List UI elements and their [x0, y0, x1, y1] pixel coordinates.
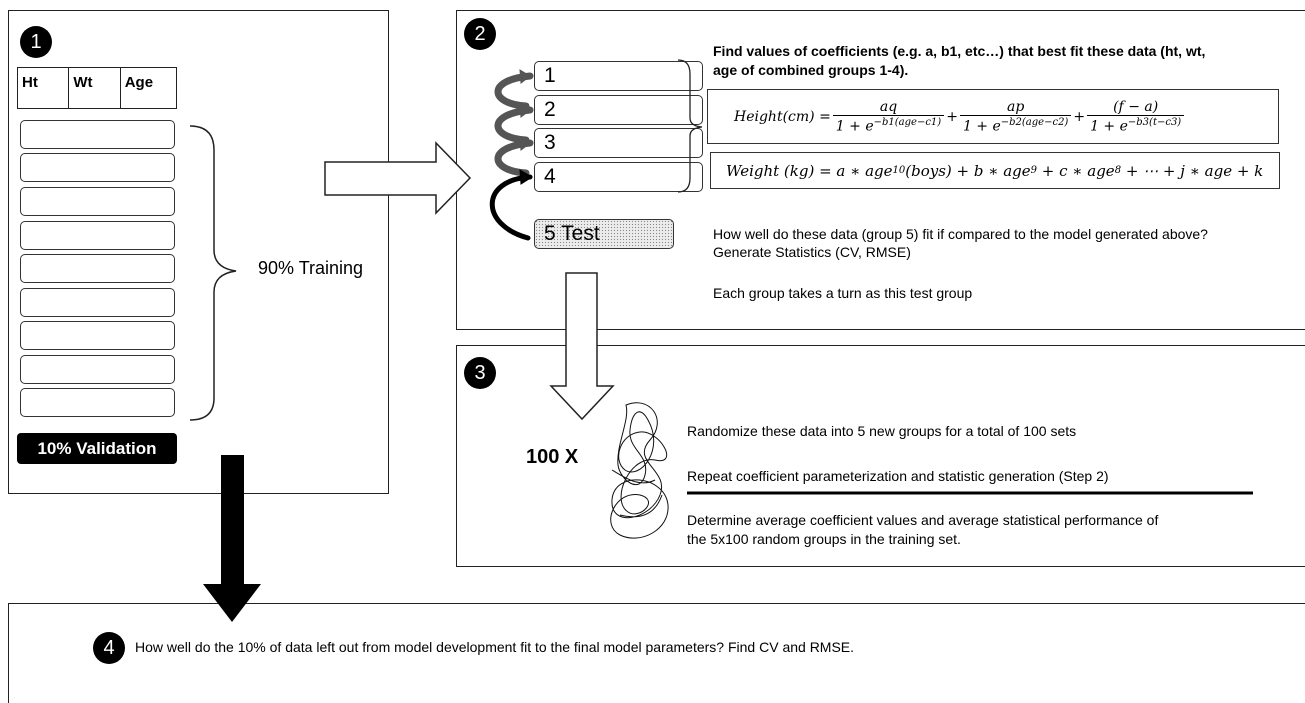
- step-repeat: Repeat coefficient parameterization and …: [687, 468, 1109, 484]
- cycle-arrows: [489, 69, 534, 241]
- step-average: Determine average coefficient values and…: [687, 511, 1158, 549]
- connector-layer: [189, 59, 1253, 622]
- arrow-to-step-3: [549, 272, 615, 421]
- groups-brace: [677, 59, 703, 193]
- data-group-row: [20, 187, 175, 216]
- header-age: Age: [124, 74, 154, 91]
- coefficient-instruction-line1: Find values of coefficients (e.g. a, b1,…: [713, 43, 1206, 59]
- plus-sign: +: [1073, 108, 1086, 125]
- group-box-2: 2: [534, 95, 703, 125]
- data-group-row: [20, 288, 175, 317]
- data-group-row: [20, 388, 175, 417]
- final-validation-question: How well do the 10% of data left out fro…: [135, 639, 855, 655]
- training-label: 90% Training: [258, 258, 364, 278]
- data-group-row: [20, 153, 175, 182]
- data-header: Ht Wt Age: [17, 67, 177, 109]
- data-group-row: [20, 355, 175, 384]
- step-average-line2: the 5x100 random groups in the training …: [687, 531, 961, 547]
- step-randomize: Randomize these data into 5 new groups f…: [687, 423, 1077, 439]
- training-brace: [189, 125, 237, 421]
- data-group-row: [20, 321, 175, 350]
- group-box-1: 1: [534, 61, 703, 91]
- coefficient-instruction-line2: age of combined groups 1-4).: [713, 62, 909, 78]
- randomize-scribble: [610, 402, 669, 539]
- step-2-badge: 2: [464, 18, 496, 50]
- step-3-badge: 3: [464, 357, 496, 389]
- header-ht: Ht: [18, 68, 70, 108]
- group-box-4: 4: [534, 162, 703, 192]
- repeat-count-label: 100 X: [526, 446, 579, 468]
- height-formula: Height(cm) = aq 1 + e−b1(age−c1) + ap 1 …: [707, 89, 1279, 144]
- data-group-row: [20, 221, 175, 250]
- data-group-row: [20, 120, 175, 149]
- height-term-2: ap 1 + e−b2(age−c2): [959, 99, 1072, 134]
- group5-question-line1: How well do these data (group 5) fit if …: [713, 226, 1208, 242]
- step-4-badge: 4: [93, 632, 125, 664]
- validation-label: 10% Validation: [17, 433, 177, 464]
- height-formula-lhs: Height(cm) =: [734, 108, 831, 125]
- arrow-to-step-4: [203, 455, 261, 622]
- height-term-3: (f − a) 1 + e−b3(t−c3): [1087, 99, 1185, 134]
- step-average-line1: Determine average coefficient values and…: [687, 512, 1159, 528]
- test-group-box: 5 Test: [534, 219, 674, 249]
- group-box-3: 3: [534, 128, 703, 158]
- arrow-to-step-2: [324, 141, 472, 215]
- height-term-1: aq 1 + e−b1(age−c1): [832, 99, 945, 134]
- header-wt: Wt: [69, 68, 121, 108]
- group5-question: How well do these data (group 5) fit if …: [713, 225, 1208, 261]
- plus-sign: +: [946, 108, 958, 125]
- group5-question-line2: Generate Statistics (CV, RMSE): [713, 244, 911, 260]
- coefficient-instruction: Find values of coefficients (e.g. a, b1,…: [713, 42, 1205, 80]
- turn-note: Each group takes a turn as this test gro…: [713, 285, 973, 301]
- step-1-badge: 1: [20, 26, 52, 58]
- data-group-row: [20, 254, 175, 283]
